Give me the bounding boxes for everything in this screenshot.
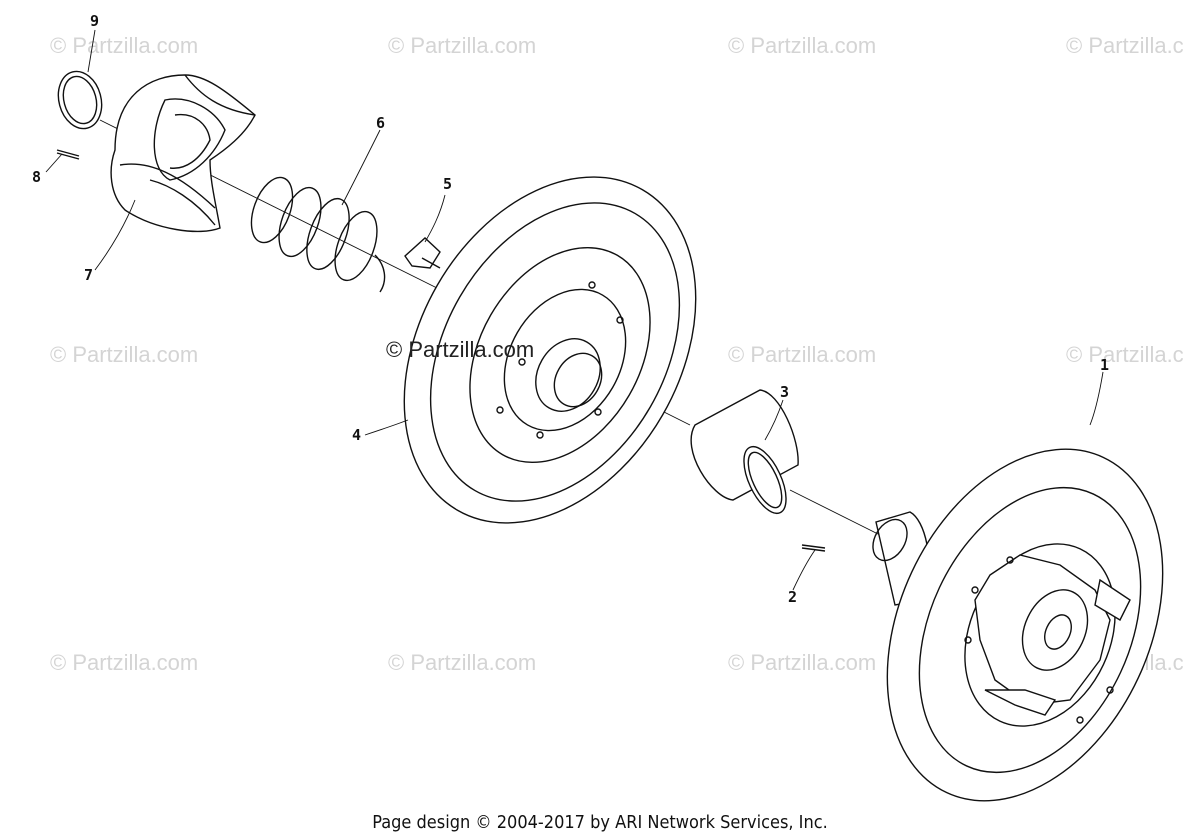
callout-2: 2 — [788, 588, 798, 606]
watermark: © Partzilla.com — [50, 33, 199, 58]
watermark: © Partzilla.com — [388, 650, 537, 675]
slider-button-part — [404, 237, 441, 269]
watermark: © Partzilla.c — [1066, 342, 1184, 367]
watermark: © Partzilla.com — [728, 342, 877, 367]
leader-lines — [45, 29, 1104, 591]
snap-ring-part — [57, 70, 103, 130]
callout-8: 8 — [32, 168, 42, 186]
pin-part-8 — [56, 149, 80, 160]
cam-part — [110, 74, 256, 233]
callout-3: 3 — [780, 383, 790, 401]
watermark: © Partzilla.com — [50, 650, 199, 675]
callout-1: 1 — [1100, 356, 1110, 374]
watermark: © Partzilla.com — [728, 650, 877, 675]
callout-9: 9 — [90, 12, 100, 30]
page-footer: Page design © 2004-2017 by ARI Network S… — [372, 812, 828, 833]
watermark: © Partzilla.com — [728, 33, 877, 58]
sleeve-part — [690, 389, 799, 515]
center-watermark: © Partzilla.com — [386, 337, 535, 362]
spring-part — [250, 176, 386, 293]
callout-4: 4 — [352, 426, 362, 444]
watermark: © Partzilla.com — [50, 342, 199, 367]
fixed-sheave-part — [872, 448, 1164, 802]
callout-6: 6 — [376, 114, 386, 132]
callout-5: 5 — [443, 175, 453, 193]
moveable-sheave-part — [403, 176, 697, 524]
callout-7: 7 — [84, 266, 94, 284]
watermark: © Partzilla.c — [1066, 33, 1184, 58]
watermark: © Partzilla.com — [388, 33, 537, 58]
pin-part-2 — [801, 544, 826, 552]
